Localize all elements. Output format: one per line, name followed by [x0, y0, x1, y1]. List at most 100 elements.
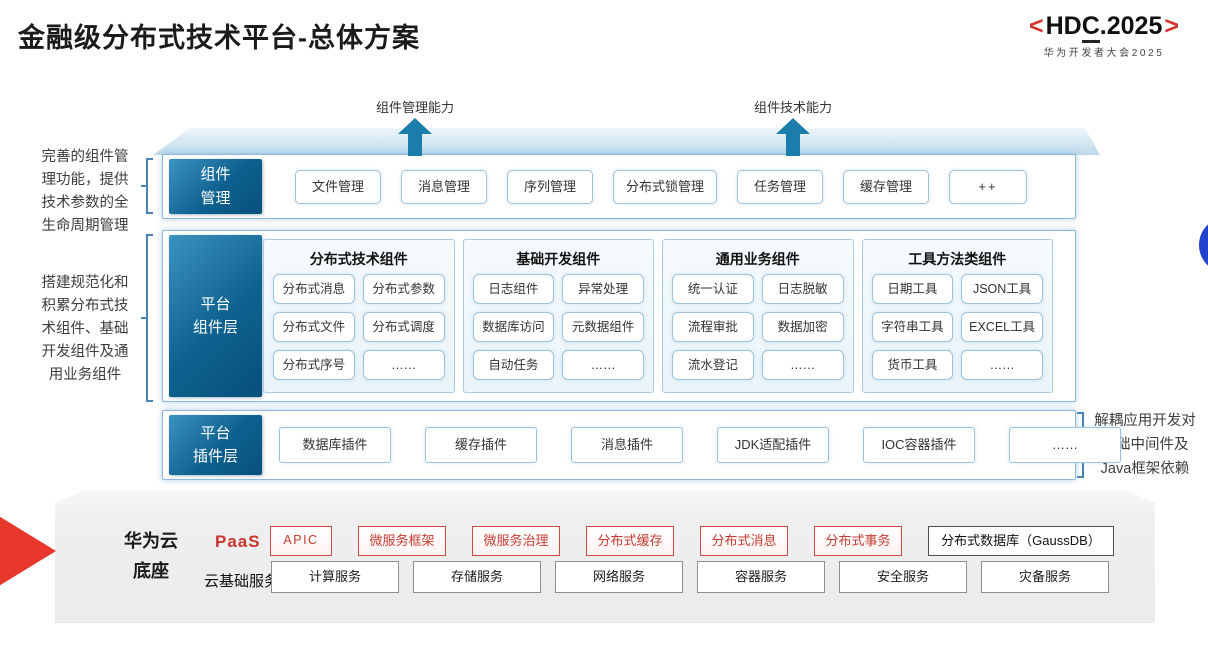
row-label-platform-plugins: 平台 插件层	[169, 415, 262, 475]
left-note-components: 搭建规范化和 积累分布式技 术组件、基础 开发组件及通 用业务组件	[41, 275, 129, 383]
cloud-service-box: 灾备服务	[981, 561, 1109, 593]
item-box: 数据库插件	[279, 427, 391, 463]
logo-right-angle: >	[1164, 12, 1179, 40]
cloud-service-box: 网络服务	[555, 561, 683, 593]
paas-service-box: 分布式缓存	[586, 526, 674, 556]
paas-service-box: APIC	[270, 526, 332, 556]
item-box-ellipsis: ……	[562, 350, 644, 380]
paas-service-box: 分布式事务	[814, 526, 902, 556]
up-arrow-icon	[398, 118, 432, 156]
capability-technology: 组件技术能力	[728, 97, 858, 156]
group-items: 分布式消息 分布式参数 分布式文件 分布式调度 分布式序号 ……	[273, 274, 445, 380]
paas-services: APIC 微服务框架 微服务治理 分布式缓存 分布式消息 分布式事务 分布式数据…	[270, 526, 1114, 556]
group-items: 统一认证 日志脱敏 流程审批 数据加密 流水登记 ……	[672, 274, 844, 380]
huawei-cloud-foundation: 华为云 底座 PaaS APIC 微服务框架 微服务治理 分布式缓存 分布式消息…	[55, 490, 1155, 623]
item-box: 数据加密	[761, 312, 844, 342]
row-platform-plugins: 平台 插件层 数据库插件 缓存插件 消息插件 JDK适配插件 IOC容器插件 ……	[162, 410, 1121, 480]
item-box: 字符串工具	[871, 312, 954, 342]
item-box: 货币工具	[871, 350, 954, 380]
component-management-items: 文件管理 消息管理 序列管理 分布式锁管理 任务管理 缓存管理 ++	[295, 155, 1028, 218]
capability-management-label: 组件管理能力	[375, 100, 454, 115]
item-box: 日期工具	[871, 274, 954, 304]
item-box: 分布式文件	[273, 312, 355, 342]
panel-3d-top-face	[153, 128, 1100, 155]
paas-service-box: 微服务治理	[472, 526, 560, 556]
blue-circle-decoration	[1199, 217, 1208, 273]
red-arrow-icon	[0, 507, 56, 595]
capability-technology-label: 组件技术能力	[753, 100, 832, 115]
item-box: 分布式序号	[273, 350, 355, 380]
item-box: 自动任务	[472, 350, 555, 380]
capability-management: 组件管理能力	[350, 97, 480, 156]
item-box-ellipsis: ……	[961, 350, 1043, 380]
foundation-label: 华为云 底座	[124, 531, 178, 581]
item-box: 文件管理	[295, 169, 381, 204]
logo-subtitle: 华为开发者大会2025	[1043, 48, 1165, 59]
cloud-service-box: 容器服务	[697, 561, 825, 593]
item-box: EXCEL工具	[961, 312, 1043, 342]
group-distributed-tech: 分布式技术组件 分布式消息 分布式参数 分布式文件 分布式调度 分布式序号 ……	[263, 239, 455, 393]
item-box: 分布式锁管理	[613, 169, 718, 204]
logo-hd: HD	[1045, 12, 1082, 40]
arrow-stem	[408, 134, 422, 156]
plugin-items: 数据库插件 缓存插件 消息插件 JDK适配插件 IOC容器插件 ……	[279, 411, 1121, 479]
item-box: 统一认证	[672, 274, 754, 304]
cloud-services: 计算服务 存储服务 网络服务 容器服务 安全服务 灾备服务	[271, 561, 1109, 593]
component-groups: 分布式技术组件 分布式消息 分布式参数 分布式文件 分布式调度 分布式序号 ………	[263, 239, 1053, 393]
item-box: IOC容器插件	[863, 427, 975, 463]
group-title: 分布式技术组件	[309, 251, 408, 267]
left-bracket-row1	[141, 158, 153, 214]
cloud-service-box: 计算服务	[271, 561, 399, 593]
group-title: 通用业务组件	[715, 251, 800, 267]
item-box: 分布式调度	[362, 312, 445, 342]
group-common-business: 通用业务组件 统一认证 日志脱敏 流程审批 数据加密 流水登记 ……	[662, 239, 854, 393]
gaussdb-box: 分布式数据库（GaussDB）	[928, 526, 1114, 556]
logo-year: .2025	[1099, 12, 1163, 40]
item-box: 流水登记	[672, 350, 754, 380]
item-box: 异常处理	[562, 274, 644, 304]
row-platform-components: 平台 组件层 分布式技术组件 分布式消息 分布式参数 分布式文件 分布式调度 分…	[162, 230, 1076, 402]
paas-service-box: 微服务框架	[358, 526, 446, 556]
item-box: 日志脱敏	[761, 274, 844, 304]
cloud-service-box: 安全服务	[839, 561, 967, 593]
row-label-component-management: 组件 管理	[169, 159, 262, 214]
left-bracket-row2	[141, 234, 153, 402]
item-box: JSON工具	[961, 274, 1043, 304]
hdc-logo-text: <HDC.2025>	[1004, 12, 1204, 43]
row-label-platform-components: 平台 组件层	[169, 235, 262, 397]
item-box: 缓存插件	[425, 427, 537, 463]
item-box-plus: ++	[949, 169, 1028, 204]
platform-diagram: 组件 管理 文件管理 消息管理 序列管理 分布式锁管理 任务管理 缓存管理 ++…	[153, 128, 1121, 480]
arrow-head	[776, 118, 810, 134]
item-box: 消息插件	[571, 427, 683, 463]
item-box: 元数据组件	[562, 312, 644, 342]
arrow-head	[398, 118, 432, 134]
group-basic-dev: 基础开发组件 日志组件 异常处理 数据库访问 元数据组件 自动任务 ……	[462, 239, 654, 393]
group-title: 基础开发组件	[516, 251, 601, 267]
item-box: 缓存管理	[843, 169, 930, 204]
item-box: 分布式消息	[273, 274, 355, 304]
arrow-stem	[786, 134, 800, 156]
item-box: 序列管理	[507, 169, 593, 204]
group-items: 日志组件 异常处理 数据库访问 元数据组件 自动任务 ……	[472, 274, 644, 380]
item-box-ellipsis: ……	[1009, 427, 1121, 463]
item-box: 消息管理	[401, 169, 487, 204]
page-title: 金融级分布式技术平台-总体方案	[18, 23, 420, 53]
cloud-services-label: 云基础服务	[204, 573, 280, 590]
hdc-logo: <HDC.2025> 华为开发者大会2025	[1004, 12, 1204, 59]
right-note-decoupling: 解耦应用开发对 基础中间件及 Java框架依赖	[1094, 413, 1196, 477]
up-arrow-icon	[776, 118, 810, 156]
logo-left-angle: <	[1029, 12, 1044, 40]
item-box: 任务管理	[737, 169, 824, 204]
item-box: 日志组件	[472, 274, 555, 304]
paas-label: PaaS	[215, 532, 261, 551]
paas-service-box: 分布式消息	[700, 526, 788, 556]
row-component-management: 组件 管理 文件管理 消息管理 序列管理 分布式锁管理 任务管理 缓存管理 ++	[162, 154, 1076, 219]
item-box: JDK适配插件	[717, 427, 829, 463]
item-box-ellipsis: ……	[362, 350, 445, 380]
cloud-service-box: 存储服务	[413, 561, 541, 593]
logo-c-underlined: C	[1081, 12, 1100, 43]
item-box-ellipsis: ……	[761, 350, 844, 380]
group-items: 日期工具 JSON工具 字符串工具 EXCEL工具 货币工具 ……	[871, 274, 1043, 380]
